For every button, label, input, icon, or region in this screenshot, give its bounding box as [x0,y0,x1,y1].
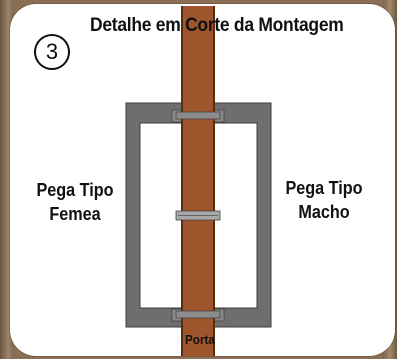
screw-top [175,111,221,120]
handle-femea [125,102,185,328]
step-number-badge: 3 [34,34,70,70]
door-section [175,6,221,356]
label-pega-femea: Pega Tipo Femea [26,178,125,226]
door-label: Porta [185,332,215,347]
door-panel [182,6,214,356]
handle-macho [211,102,272,328]
label-pega-macho: Pega Tipo Macho [275,176,374,224]
diagram-title: Detalhe em Corte da Montagem [90,15,344,36]
screw-bottom [175,310,221,319]
label-pega-femea-line1: Pega Tipo [36,180,114,200]
label-pega-macho-line2: Macho [298,202,350,222]
label-pega-macho-line1: Pega Tipo [285,178,363,198]
label-pega-femea-line2: Femea [49,204,101,224]
